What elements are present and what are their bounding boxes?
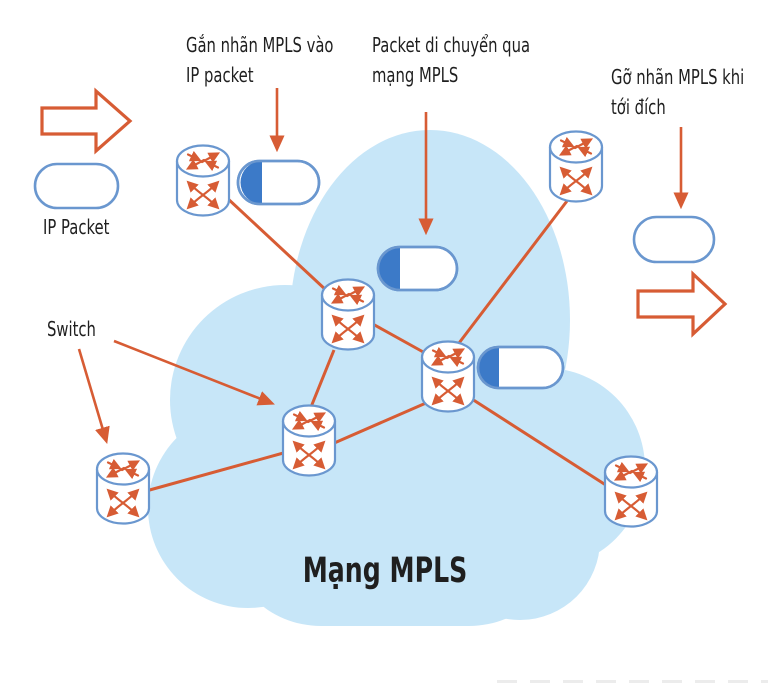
watermark-strip xyxy=(497,680,768,683)
mpls-cloud xyxy=(148,130,645,626)
switch-label-arrow-long-icon xyxy=(113,339,275,406)
cloud-title: Mạng MPLS xyxy=(302,551,468,591)
switch-bottom-right xyxy=(605,457,657,527)
switch-bottom-left xyxy=(97,454,149,524)
ip-packet-pill xyxy=(33,162,120,210)
link-ingress-to-top-core xyxy=(224,195,329,293)
labeled-packet-ingress xyxy=(236,159,321,206)
transit-label-line2: mạng MPLS xyxy=(372,63,459,87)
attach-label-line2: IP packet xyxy=(186,63,254,87)
ip-packet-destination-pill xyxy=(632,215,716,264)
switch-core-top xyxy=(322,280,374,350)
attach-label-line1: Gắn nhãn MPLS vào xyxy=(186,33,334,57)
ip-packet-label: IP Packet xyxy=(43,215,110,239)
switch-core-center xyxy=(422,342,474,412)
switch-egress-top-right xyxy=(550,132,602,202)
link-left-core-to-center-core xyxy=(331,401,427,446)
mpls-label-cap xyxy=(240,161,262,204)
link-center-core-to-bottom-right xyxy=(460,390,613,491)
transit-label-line1: Packet di chuyển qua xyxy=(372,33,531,57)
remove-label: Gỡ nhãn MPLS khi tới đích xyxy=(611,62,744,122)
remove-label-line2: tới đích xyxy=(611,95,666,119)
attach-label: Gắn nhãn MPLS vào IP packet xyxy=(186,30,333,90)
transit-label: Packet di chuyển qua mạng MPLS xyxy=(372,30,530,90)
annotation-arrows xyxy=(77,88,689,445)
switch-label-arrow-short-icon xyxy=(77,348,110,445)
switch-ingress xyxy=(177,146,229,216)
flow-out-arrow-icon xyxy=(636,270,728,338)
labeled-packet-cloud-top xyxy=(376,245,459,292)
link-left-core-to-bottom-left xyxy=(145,450,288,493)
labeled-packet-cloud-center xyxy=(476,345,565,390)
flow-in-arrow-icon xyxy=(40,87,133,155)
remove-label-line1: Gỡ nhãn MPLS khi xyxy=(611,65,745,89)
link-top-core-to-left-core xyxy=(309,349,336,408)
mpls-label-cap xyxy=(378,247,400,290)
switch-label: Switch xyxy=(47,317,96,341)
link-center-core-to-egress xyxy=(454,200,569,348)
mpls-label-cap xyxy=(478,347,499,388)
switch-core-left xyxy=(283,406,335,476)
